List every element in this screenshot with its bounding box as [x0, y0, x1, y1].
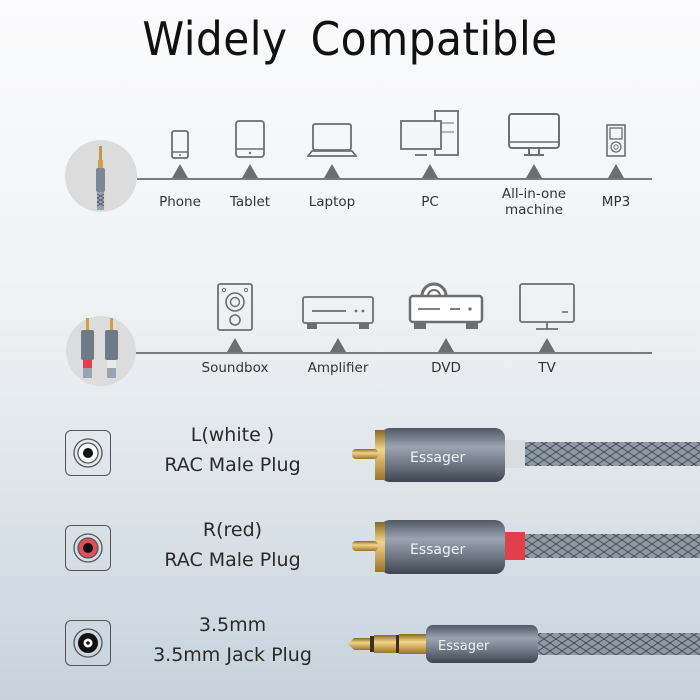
plug-title: R(red) — [202, 519, 263, 541]
dvd-player-icon — [408, 282, 484, 329]
svg-text:Essager: Essager — [410, 542, 466, 558]
laptop-icon — [307, 123, 357, 157]
3.5mm-cable-image: Essager — [348, 625, 700, 663]
plug-title: L(white ) — [190, 424, 275, 446]
all-in-one-monitor-icon — [508, 113, 560, 156]
device-label: PC — [421, 194, 439, 210]
tv-icon — [519, 283, 575, 330]
device-label: DVD — [431, 360, 461, 376]
device-label: All-in-one — [501, 186, 567, 202]
red-rca-socket-icon — [65, 525, 111, 571]
row1-connector-line — [137, 178, 652, 180]
device-label: Phone — [159, 194, 201, 210]
device-label: TV — [538, 360, 556, 376]
white-rca-cable-image: Essager — [352, 428, 700, 482]
device-label: Amplifier — [307, 360, 369, 376]
device-label: Tablet — [229, 194, 271, 210]
white-rca-socket-icon — [65, 430, 111, 476]
desktop-pc-icon — [400, 110, 459, 156]
plug-subtitle: RAC Male Plug — [164, 454, 301, 476]
plug-subtitle: RAC Male Plug — [164, 549, 301, 571]
device-label-line2: machine — [504, 202, 563, 218]
plug-title: 3.5mm — [198, 614, 267, 636]
phone-icon — [171, 130, 189, 159]
mp3-player-icon — [606, 124, 626, 157]
tablet-icon — [235, 120, 265, 158]
3.5mm-jack-plug-icon — [96, 146, 105, 210]
rca-plugs-icon — [81, 318, 118, 378]
svg-text:Essager: Essager — [438, 639, 490, 654]
device-label: Soundbox — [201, 360, 269, 376]
speaker-icon — [217, 283, 253, 331]
brand-label: Essager — [410, 450, 466, 466]
device-label: Laptop — [308, 194, 356, 210]
red-rca-cable-image: Essager — [352, 520, 700, 574]
amplifier-icon — [302, 296, 374, 329]
rca-plugs-thumbnail — [66, 316, 136, 386]
plug-row-left-white: L(white ) RAC Male Plug Essager — [0, 415, 700, 495]
plug-row-right-red: R(red) RAC Male Plug Essager — [0, 510, 700, 590]
jack-plug-thumbnail — [65, 140, 137, 212]
row2-connector-line — [136, 352, 652, 354]
3.5mm-socket-icon — [65, 620, 111, 666]
plug-row-3.5mm: 3.5mm 3.5mm Jack Plug Essager — [0, 605, 700, 685]
page-title: Widely Compatible — [142, 12, 558, 66]
plug-subtitle: 3.5mm Jack Plug — [153, 644, 312, 666]
device-label: MP3 — [601, 194, 631, 210]
